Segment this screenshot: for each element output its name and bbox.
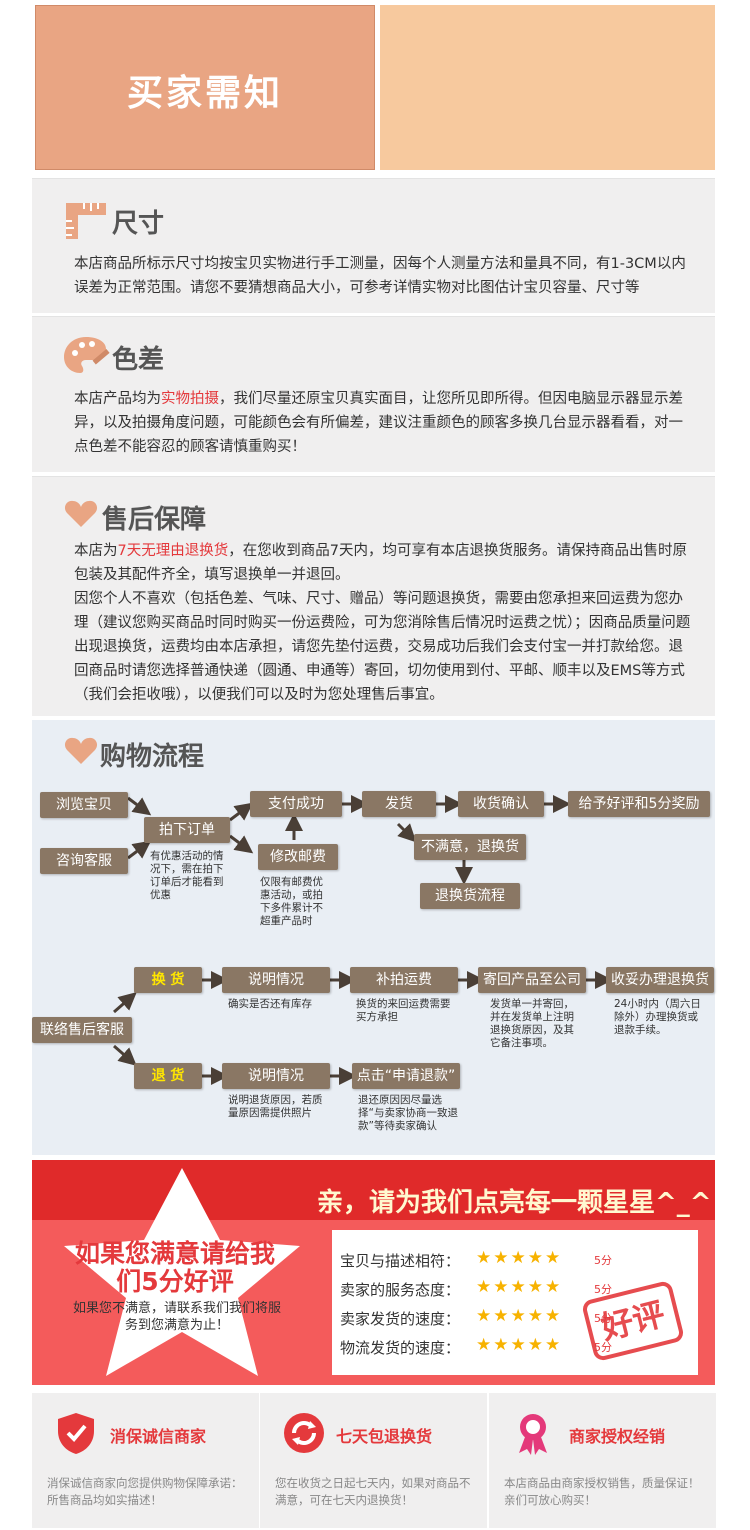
rating-row: 卖家的服务态度： ★★★★★ 5分 xyxy=(340,1277,612,1300)
rating-row: 宝贝与描述相符： ★★★★★ 5分 xyxy=(340,1248,612,1271)
after-sale-panel: 售后保障 本店为7天无理由退换货，在您收到商品7天内，均可享有本店退换货服务。请… xyxy=(32,476,715,716)
step-receive: 收妥办理退换货 xyxy=(606,967,714,993)
after-sale-text-pre: 本店为 xyxy=(74,543,118,559)
rating-label: 卖家的服务态度： xyxy=(340,1281,461,1299)
step-exchange: 换 货 xyxy=(134,967,202,993)
modify-note: 仅限有邮费优惠活动，或拍下多件累计不超重产品时 xyxy=(260,876,323,927)
guarantee-text: 您在收货之日起七天内，如果对商品不满意，可在七天内退换货！ xyxy=(275,1476,471,1507)
star-shape-icon xyxy=(64,1168,300,1376)
guarantee-title: 商家授权经销 xyxy=(569,1427,666,1446)
rating-subtext: 如果您不满意，请联系我们我们将服务到您满意为止！ xyxy=(72,1301,281,1333)
rating-score: 5分 xyxy=(594,1312,612,1325)
step-unsatisfied: 不满意，退换货 xyxy=(414,834,526,860)
after-sale-title: 售后保障 xyxy=(102,505,207,535)
guarantee-title: 消保诚信商家 xyxy=(110,1427,207,1446)
size-text: 本店商品所标示尺寸均按宝贝实物进行手工测量，因每个人测量方法和量具不同，有1-3… xyxy=(74,256,686,296)
after-sale-text-1: 本店为7天无理由退换货，在您收到商品7天内，均可享有本店退换货服务。请保持商品出… xyxy=(74,539,694,587)
explain-2-note: 说明退货原因，若质量原因需提供照片 xyxy=(228,1094,323,1119)
guarantee-box-trust: 消保诚信商家 消保诚信商家向您提供购物保障承诺：所售商品均如实描述！ xyxy=(32,1393,259,1528)
header-decor-block xyxy=(380,5,715,170)
step-return-flow: 退换货流程 xyxy=(420,883,520,909)
after-sale-text-2: 因您个人不喜欢（包括色差、气味、尺寸、赠品）等问题退换货，需要由您承担来回运费为… xyxy=(74,591,691,703)
rating-row: 卖家发货的速度： ★★★★★ 5分 xyxy=(340,1306,612,1329)
step-shipping-fee: 补拍运费 xyxy=(350,967,458,993)
shipping-fee-note: 换货的来回运费需要买方承担 xyxy=(356,998,451,1023)
step-send-back: 寄回产品至公司 xyxy=(478,967,586,993)
size-title: 尺寸 xyxy=(112,209,165,239)
rating-score: 5分 xyxy=(594,1341,612,1354)
step-explain-1: 说明情况 xyxy=(222,967,330,993)
star-icon[interactable]: ★★★★★ xyxy=(476,1306,563,1326)
color-panel: 色差 本店产品均为实物拍摄，我们尽量还原宝贝真实面目，让您所见即所得。但因电脑显… xyxy=(32,316,715,472)
shield-icon xyxy=(58,1413,94,1454)
shopping-process-panel: 购物流程 浏览宝贝 咨询客服 拍下 xyxy=(32,720,715,1155)
step-pay: 支付成功 xyxy=(250,791,342,817)
step-modify-fee: 修改邮费 xyxy=(258,844,338,870)
color-text-post: ，我们尽量还原宝贝真实面目，让您所见即所得。但因电脑显示器显示差异，以及拍摄角度… xyxy=(74,391,683,455)
rating-label: 宝贝与描述相符： xyxy=(340,1252,461,1270)
guarantee-text: 本店商品由商家授权销售，质量保证！亲们可放心购买！ xyxy=(504,1476,700,1507)
page-title: 买家需知 xyxy=(126,73,283,114)
step-ship: 发货 xyxy=(362,791,436,817)
step-refund: 退 货 xyxy=(134,1063,202,1089)
rating-row: 物流发货的速度： ★★★★★ 5分 xyxy=(340,1335,612,1358)
color-text: 本店产品均为实物拍摄，我们尽量还原宝贝真实面目，让您所见即所得。但因电脑显示器显… xyxy=(74,387,694,459)
palette-icon xyxy=(64,337,110,373)
rating-label: 物流发货的速度： xyxy=(340,1339,461,1357)
guarantee-text: 消保诚信商家向您提供购物保障承诺：所售商品均如实描述！ xyxy=(47,1476,243,1507)
ribbon-icon xyxy=(519,1414,547,1455)
rating-score: 5分 xyxy=(594,1254,612,1267)
size-panel: 尺寸 本店商品所标示尺寸均按宝贝实物进行手工测量，因每个人测量方法和量具不同，有… xyxy=(32,178,715,313)
guarantee-box-return: 七天包退换货 您在收货之日起七天内，如果对商品不满意，可在七天内退换货！ xyxy=(260,1393,487,1528)
rating-headline: 如果您满意请给我们5分好评 xyxy=(74,1239,275,1296)
step-consult: 咨询客服 xyxy=(40,848,128,874)
after-sale-text-highlight: 7天无理由退换货 xyxy=(117,543,229,559)
heart-icon xyxy=(64,500,98,527)
star-icon[interactable]: ★★★★★ xyxy=(476,1335,563,1355)
rating-banner-title: 亲，请为我们点亮每一颗星星^_^ xyxy=(317,1188,712,1218)
step-review: 给予好评和5分奖励 xyxy=(568,791,710,817)
color-text-highlight: 实物拍摄 xyxy=(161,391,219,407)
rating-score: 5分 xyxy=(594,1283,612,1296)
heart-icon xyxy=(64,737,98,764)
step-browse: 浏览宝贝 xyxy=(40,792,128,818)
rating-banner: 亲，请为我们点亮每一颗星星^_^ 如果您满意请给我们5分好评 如果您不满意，请联… xyxy=(32,1160,715,1385)
process-title: 购物流程 xyxy=(100,742,205,772)
star-icon[interactable]: ★★★★★ xyxy=(476,1277,563,1297)
step-order: 拍下订单 xyxy=(144,817,230,843)
explain-1-note: 确实是否还有库存 xyxy=(228,998,312,1010)
guarantee-box-authorized: 商家授权经销 本店商品由商家授权销售，质量保证！亲们可放心购买！ xyxy=(489,1393,716,1528)
rating-label: 卖家发货的速度： xyxy=(340,1310,461,1328)
receive-note: 24小时内（周六日除外）办理换货或退款手续。 xyxy=(614,998,701,1036)
step-confirm: 收货确认 xyxy=(458,791,544,817)
process-arrows xyxy=(113,795,613,1085)
step-contact-service: 联络售后客服 xyxy=(32,1017,132,1043)
refresh-icon xyxy=(284,1413,324,1453)
after-sale-text-post: ，在您收到商品7天内，均可享有本店退换货服务。请保持商品出售时原包装及其配件齐全… xyxy=(74,543,687,583)
guarantee-title: 七天包退换货 xyxy=(336,1427,433,1446)
star-icon[interactable]: ★★★★★ xyxy=(476,1248,563,1268)
rating-card: 宝贝与描述相符： ★★★★★ 5分 卖家的服务态度： ★★★★★ 5分 卖家发货… xyxy=(332,1230,698,1375)
step-apply-refund: 点击“申请退款” xyxy=(352,1063,460,1089)
apply-note: 退还原因因尽量选择“与卖家协商一致退款”等待卖家确认 xyxy=(358,1094,458,1132)
send-back-note: 发货单一并寄回，并在发货单上注明退换货原因，及其它备注事项。 xyxy=(490,998,574,1049)
order-note: 有优惠活动的情况下，需在拍下订单后才能看到优惠 xyxy=(150,850,224,901)
color-text-pre: 本店产品均为 xyxy=(74,391,161,407)
ruler-icon xyxy=(66,203,106,239)
step-explain-2: 说明情况 xyxy=(222,1063,330,1089)
header-title-block: 买家需知 xyxy=(35,5,375,170)
rating-top-strip xyxy=(32,1160,715,1220)
color-title: 色差 xyxy=(112,345,165,375)
